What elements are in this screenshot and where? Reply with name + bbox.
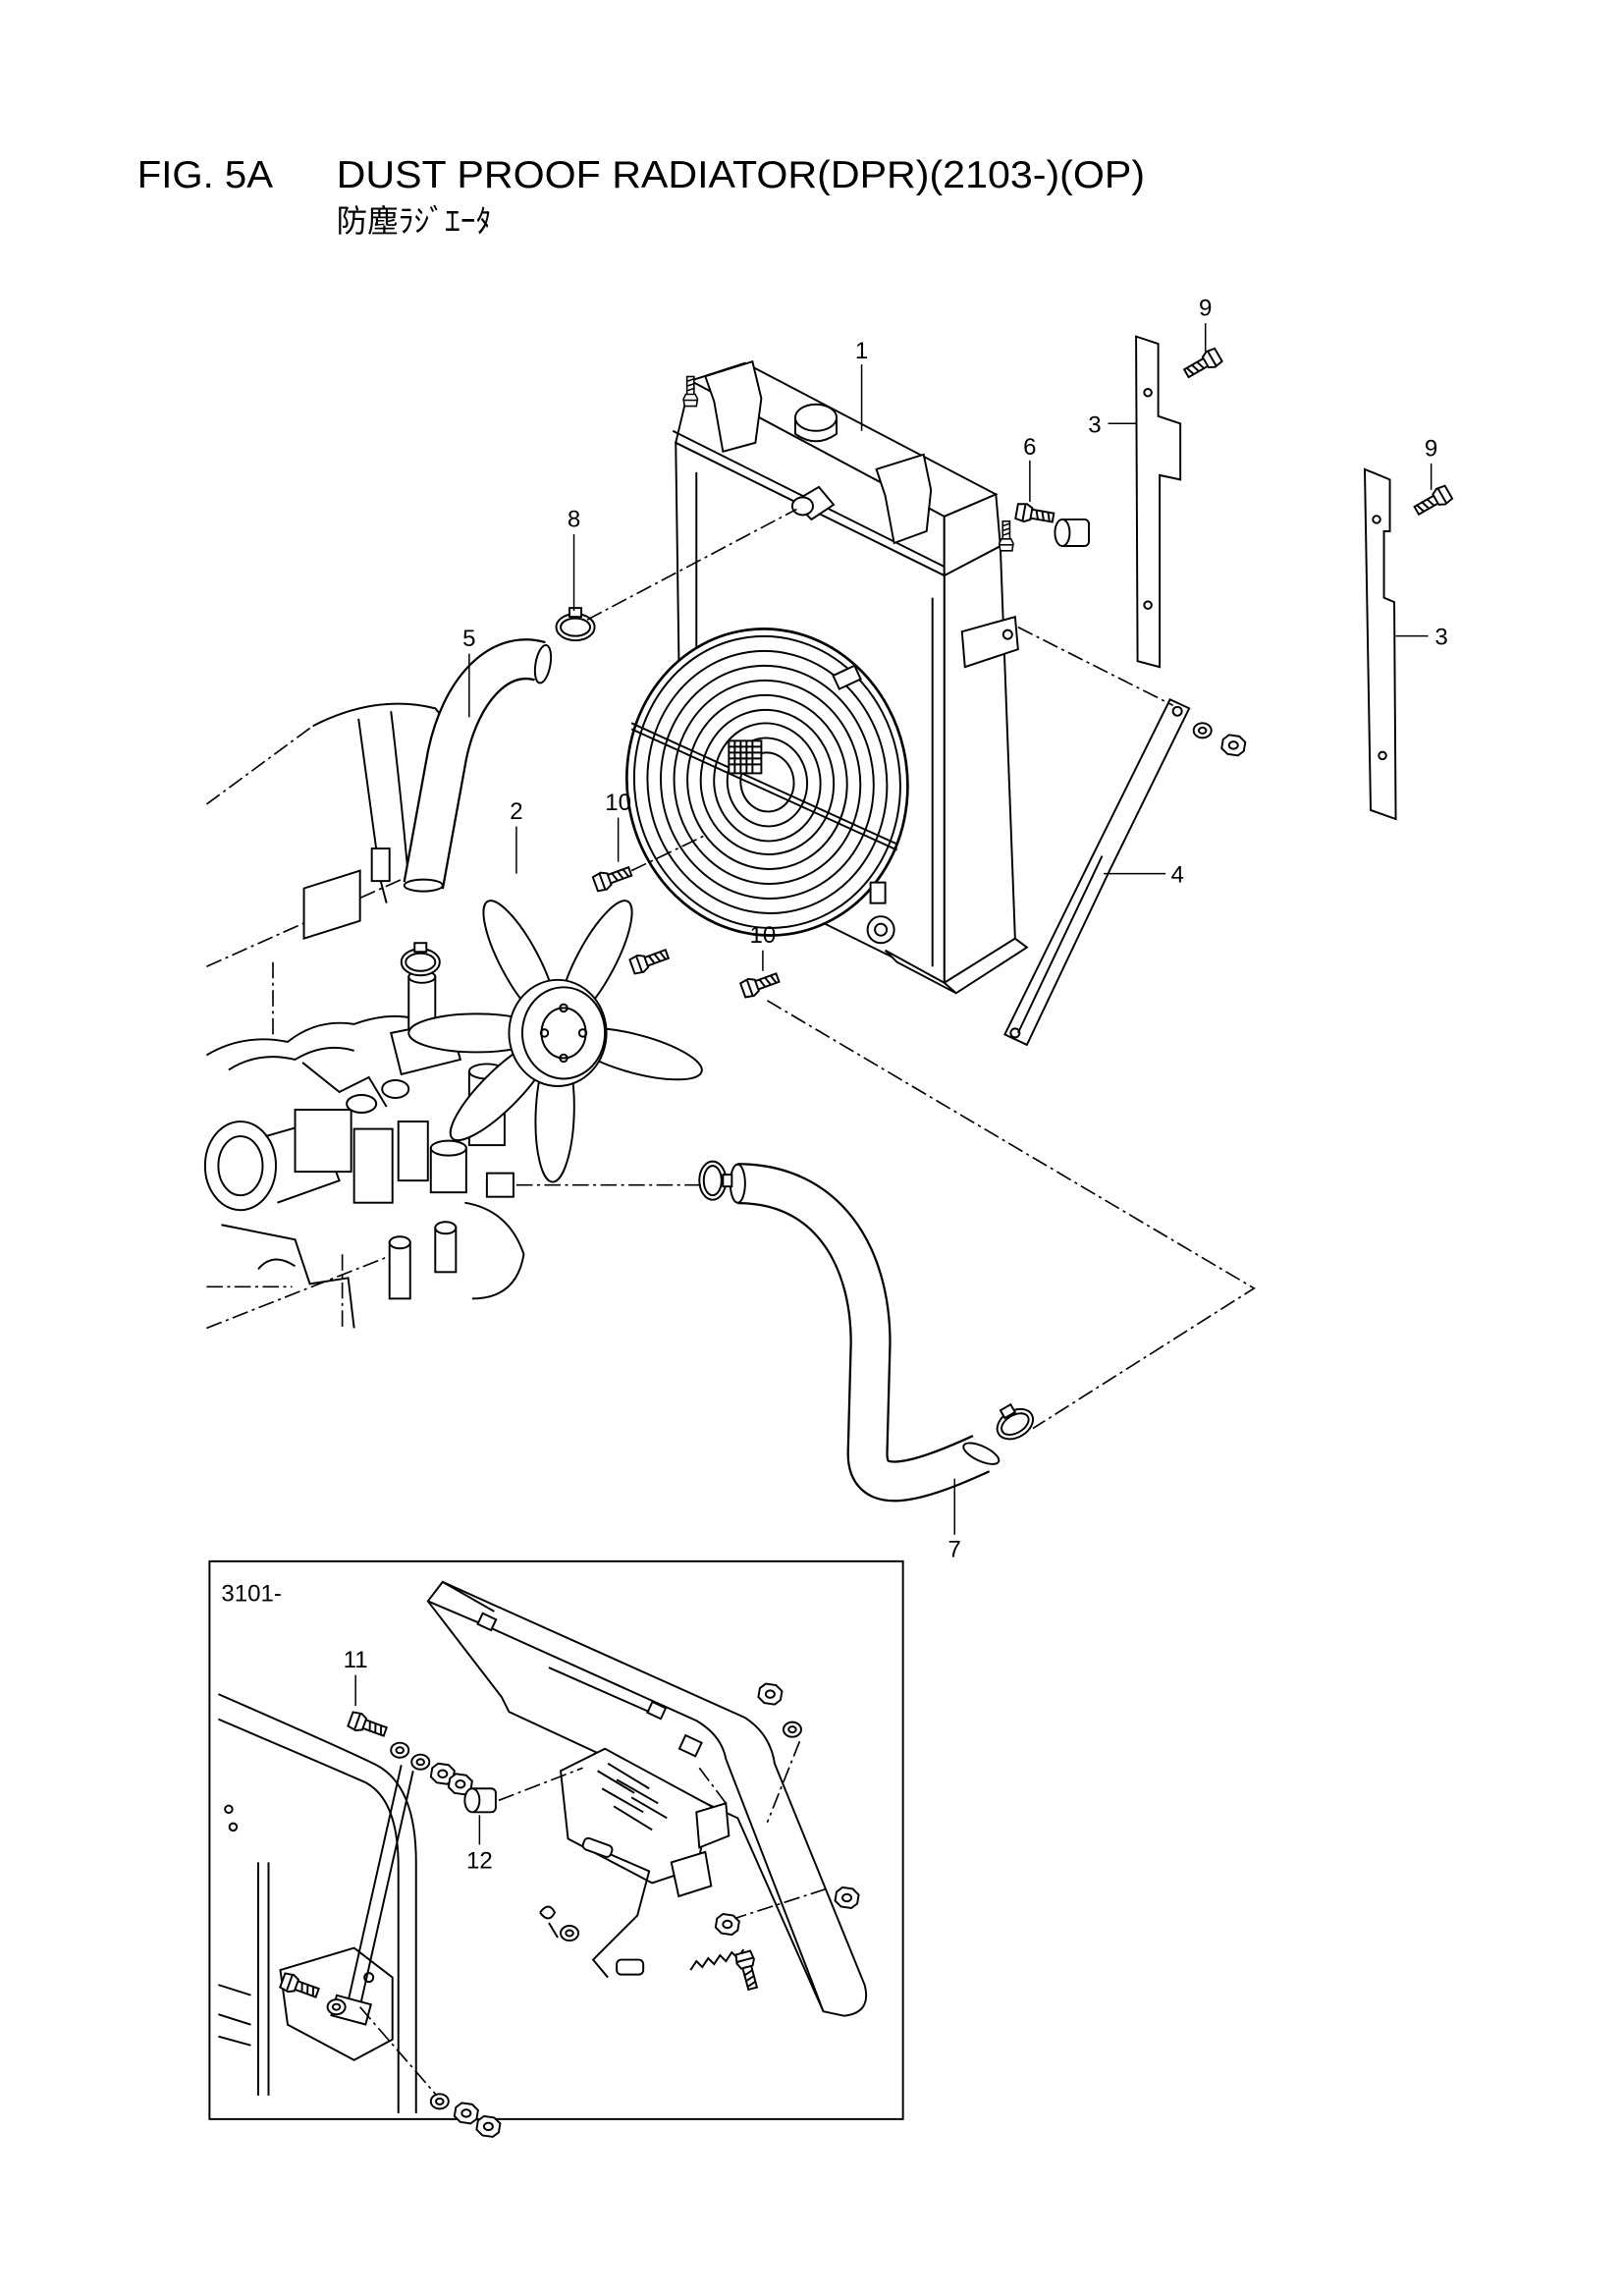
callout-11: 11 xyxy=(344,1647,368,1673)
inset-washer-1 xyxy=(390,1741,410,1759)
guard-center-grid xyxy=(728,739,763,775)
hose-clamp-lower-engine xyxy=(698,1160,733,1201)
inset-bolt-11 xyxy=(346,1710,390,1741)
hose-clamp-lower-radiator xyxy=(988,1396,1040,1447)
inset-spacer-12 xyxy=(463,1787,497,1814)
callout-9-right: 9 xyxy=(1425,435,1437,462)
rubber-spacer xyxy=(1054,518,1090,547)
callout-3-right: 3 xyxy=(1434,625,1447,651)
latch-spring xyxy=(689,1948,745,1971)
callout-10-lower: 10 xyxy=(750,922,777,949)
engine-hood xyxy=(218,1693,417,2113)
bolt-radiator-mount xyxy=(1014,501,1056,527)
latch-nut xyxy=(714,1913,740,1937)
lower-radiator-hose xyxy=(729,1163,1001,1503)
stay-bracket-right xyxy=(1363,467,1397,821)
inset-frame xyxy=(208,1559,904,2120)
callout-4: 4 xyxy=(1170,862,1183,889)
hose-clamp-engine-outlet xyxy=(400,942,441,977)
tank-bolt-right xyxy=(998,519,1014,552)
engine-outline xyxy=(203,702,525,1330)
callout-2: 2 xyxy=(510,798,522,825)
callout-7: 7 xyxy=(948,1536,961,1562)
latch-lever xyxy=(581,1836,713,1979)
hose-clamp-upper xyxy=(555,607,596,642)
cotter-pin xyxy=(539,1905,559,1939)
callout-8: 8 xyxy=(568,506,580,532)
callout-6: 6 xyxy=(1023,434,1036,461)
support-bar xyxy=(1003,697,1191,1047)
washer-support-bar xyxy=(1192,722,1213,739)
fitting-upper xyxy=(591,861,634,894)
cooling-fan xyxy=(407,900,703,1183)
frame-washer-top xyxy=(782,1721,802,1738)
upper-radiator-hose xyxy=(403,638,553,893)
frame-nut-right xyxy=(834,1886,860,1909)
alignment-lines xyxy=(515,508,1256,1430)
figure-title: DUST PROOF RADIATOR(DPR)(2103-)(OP) xyxy=(337,154,1145,196)
figure-subtitle-jp: 防塵ﾗｼﾞｴｰﾀ xyxy=(337,204,492,240)
inset-washer-2 xyxy=(410,1753,431,1771)
latch-bolt xyxy=(733,1949,763,1993)
callout-3-left: 3 xyxy=(1088,411,1101,438)
callout-5: 5 xyxy=(462,626,475,652)
inset-washer-bottom xyxy=(429,2093,450,2110)
callouts: 1 2 3 3 4 5 6 7 8 9 9 10 10 xyxy=(462,296,1448,1563)
callout-12: 12 xyxy=(466,1847,493,1874)
inset-serial-label: 3101- xyxy=(221,1580,281,1607)
radiator-door-frame xyxy=(426,1580,868,2017)
callout-10-upper: 10 xyxy=(605,790,631,816)
inset-nut-bottom-2 xyxy=(475,2114,502,2138)
nut-support-bar xyxy=(1220,734,1247,757)
callout-9-top: 9 xyxy=(1199,296,1212,322)
drain-cock xyxy=(866,915,895,945)
inset-detail: 3101- xyxy=(208,1559,904,2138)
fitting-lower xyxy=(738,968,783,1000)
latch-washer xyxy=(560,1925,580,1942)
frame-nut-top xyxy=(757,1682,784,1706)
inset-alignment-lines xyxy=(359,1740,827,2097)
figure-number: FIG. 5A xyxy=(137,154,273,196)
stay-bracket-left xyxy=(1135,335,1182,669)
callout-1: 1 xyxy=(855,338,868,364)
inset-washer-lower xyxy=(326,1998,347,2016)
bolt-bracket-left xyxy=(1180,346,1224,382)
inset-nut-bottom-1 xyxy=(453,2102,479,2125)
latch-pin xyxy=(616,1958,645,1976)
fan-mounting-bolt xyxy=(627,945,672,976)
bolt-bracket-right xyxy=(1411,483,1454,519)
fan-guard xyxy=(625,628,909,937)
